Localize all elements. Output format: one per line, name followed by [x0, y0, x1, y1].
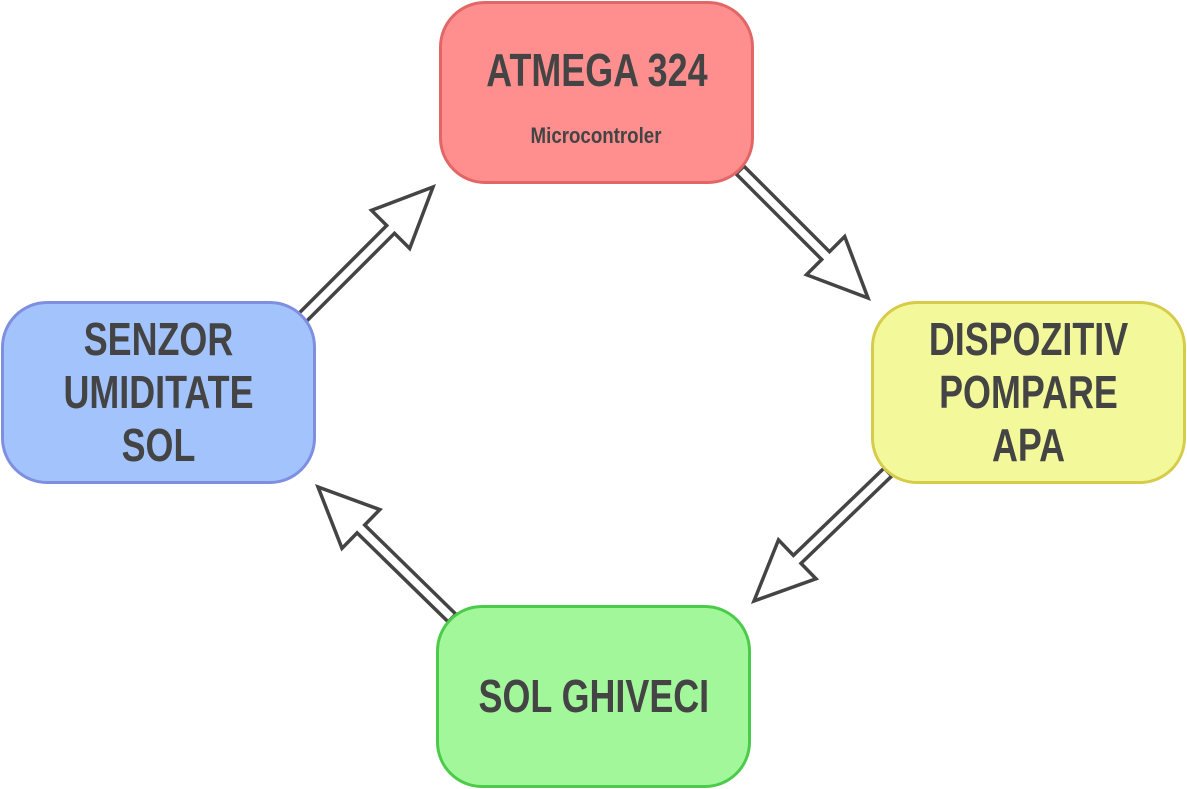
- node-water-pump: DISPOZITIV POMPARE APA: [871, 301, 1186, 484]
- node-pot-soil: SOL GHIVECI: [436, 605, 751, 788]
- node-mcu-title: ATMEGA 324: [485, 44, 708, 97]
- node-soil-title: SOL GHIVECI: [478, 670, 709, 723]
- arrow-mcu-to-pump: [733, 163, 872, 302]
- node-pump-title: DISPOZITIV POMPARE APA: [928, 313, 1129, 471]
- node-sensor-title: SENZOR UMIDITATE SOL: [63, 313, 254, 471]
- node-atmega-microcontroller: ATMEGA 324 Microcontroler: [439, 1, 754, 184]
- arrow-pump-to-soil: [750, 465, 895, 604]
- node-soil-moisture-sensor: SENZOR UMIDITATE SOL: [1, 301, 316, 484]
- arrow-sensor-to-mcu: [295, 183, 437, 325]
- node-mcu-subtitle: Microcontroler: [531, 122, 662, 148]
- arrow-soil-to-sensor: [314, 484, 459, 625]
